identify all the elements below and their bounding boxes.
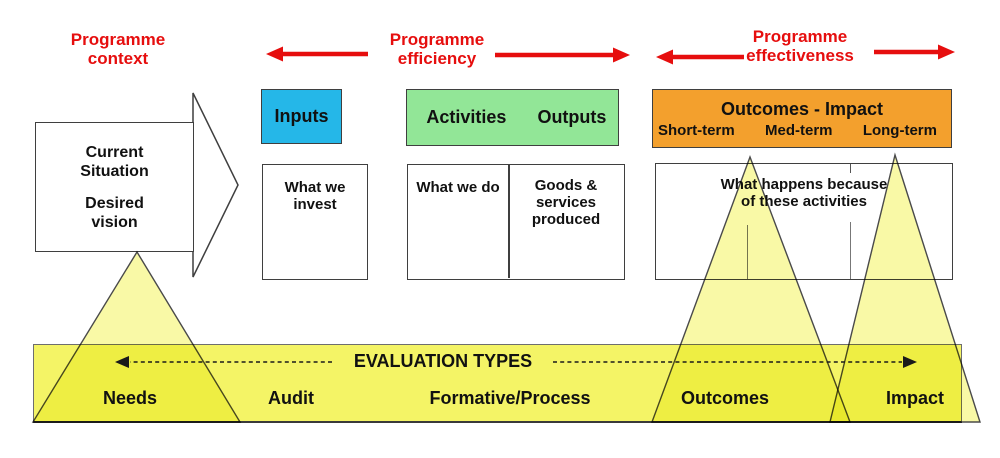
- header-programme-effectiveness: Programme effectiveness: [712, 27, 888, 65]
- header-programme-context: Programme context: [38, 30, 198, 68]
- header-efficiency-line1: Programme: [389, 30, 485, 49]
- header-context-line2: context: [87, 49, 149, 68]
- context-arrow-icon: [192, 92, 239, 278]
- header-efficiency-line2: efficiency: [397, 49, 477, 68]
- evaluation-label-impact: Impact: [885, 388, 945, 408]
- evaluation-label-audit: Audit: [268, 388, 314, 408]
- effectiveness-arrow-left-head-icon: [656, 49, 673, 65]
- long-term-label: Long-term: [862, 122, 937, 139]
- context-line-vision: vision: [91, 213, 138, 231]
- evaluation-label-needs: Needs: [102, 388, 158, 408]
- outputs-desc-text: Goods & services produced: [531, 177, 601, 228]
- context-line-current: Current: [85, 143, 144, 161]
- context-line-desired: Desired: [85, 194, 144, 212]
- outcomes-desc-line1: What happens because: [720, 176, 888, 193]
- inputs-title: Inputs: [274, 106, 329, 126]
- effectiveness-arrow-right-head-icon: [938, 44, 955, 60]
- context-desired-vision: Desired vision: [85, 194, 144, 232]
- outcomes-box-top-tick: [850, 164, 851, 173]
- outcomes-desc-box: What happens because of these activities: [655, 163, 953, 280]
- header-effectiveness-line2: effectiveness: [746, 46, 854, 65]
- activities-outputs-divider: [508, 165, 510, 278]
- header-context-line1: Programme: [70, 30, 166, 49]
- inputs-desc-text: What we invest: [284, 179, 346, 213]
- header-effectiveness-line1: Programme: [752, 27, 848, 46]
- activities-desc-text: What we do: [416, 179, 500, 196]
- inputs-desc-box: What we invest: [262, 164, 368, 280]
- outcomes-box-divider-1: [747, 225, 748, 279]
- activities-outputs-header-box: Activities Outputs: [406, 89, 619, 146]
- header-programme-efficiency: Programme efficiency: [357, 30, 517, 68]
- inputs-header-box: Inputs: [261, 89, 342, 144]
- context-current-situation: Current Situation: [80, 143, 148, 181]
- activities-title: Activities: [426, 107, 507, 127]
- med-term-label: Med-term: [764, 122, 833, 139]
- evaluation-label-outcomes: Outcomes: [680, 388, 770, 408]
- outcomes-impact-title: Outcomes - Impact: [720, 99, 884, 119]
- context-line-situation: Situation: [80, 162, 149, 180]
- context-box: Current Situation Desired vision: [35, 122, 194, 252]
- efficiency-arrow-left-head-icon: [266, 46, 283, 62]
- evaluation-label-formative-process: Formative/Process: [429, 388, 591, 408]
- outcomes-term-row: Short-term Med-term Long-term: [653, 120, 951, 139]
- outputs-title: Outputs: [537, 107, 607, 127]
- evaluation-title: EVALUATION TYPES: [353, 351, 533, 371]
- outcomes-box-divider-2: [850, 222, 851, 279]
- activities-outputs-desc-box: What we do Goods & services produced: [407, 164, 625, 280]
- short-term-label: Short-term: [658, 122, 735, 139]
- outcomes-impact-header-box: Outcomes - Impact Short-term Med-term Lo…: [652, 89, 952, 148]
- efficiency-arrow-right-head-icon: [613, 47, 630, 63]
- outcomes-desc-line2: of these activities: [741, 193, 867, 210]
